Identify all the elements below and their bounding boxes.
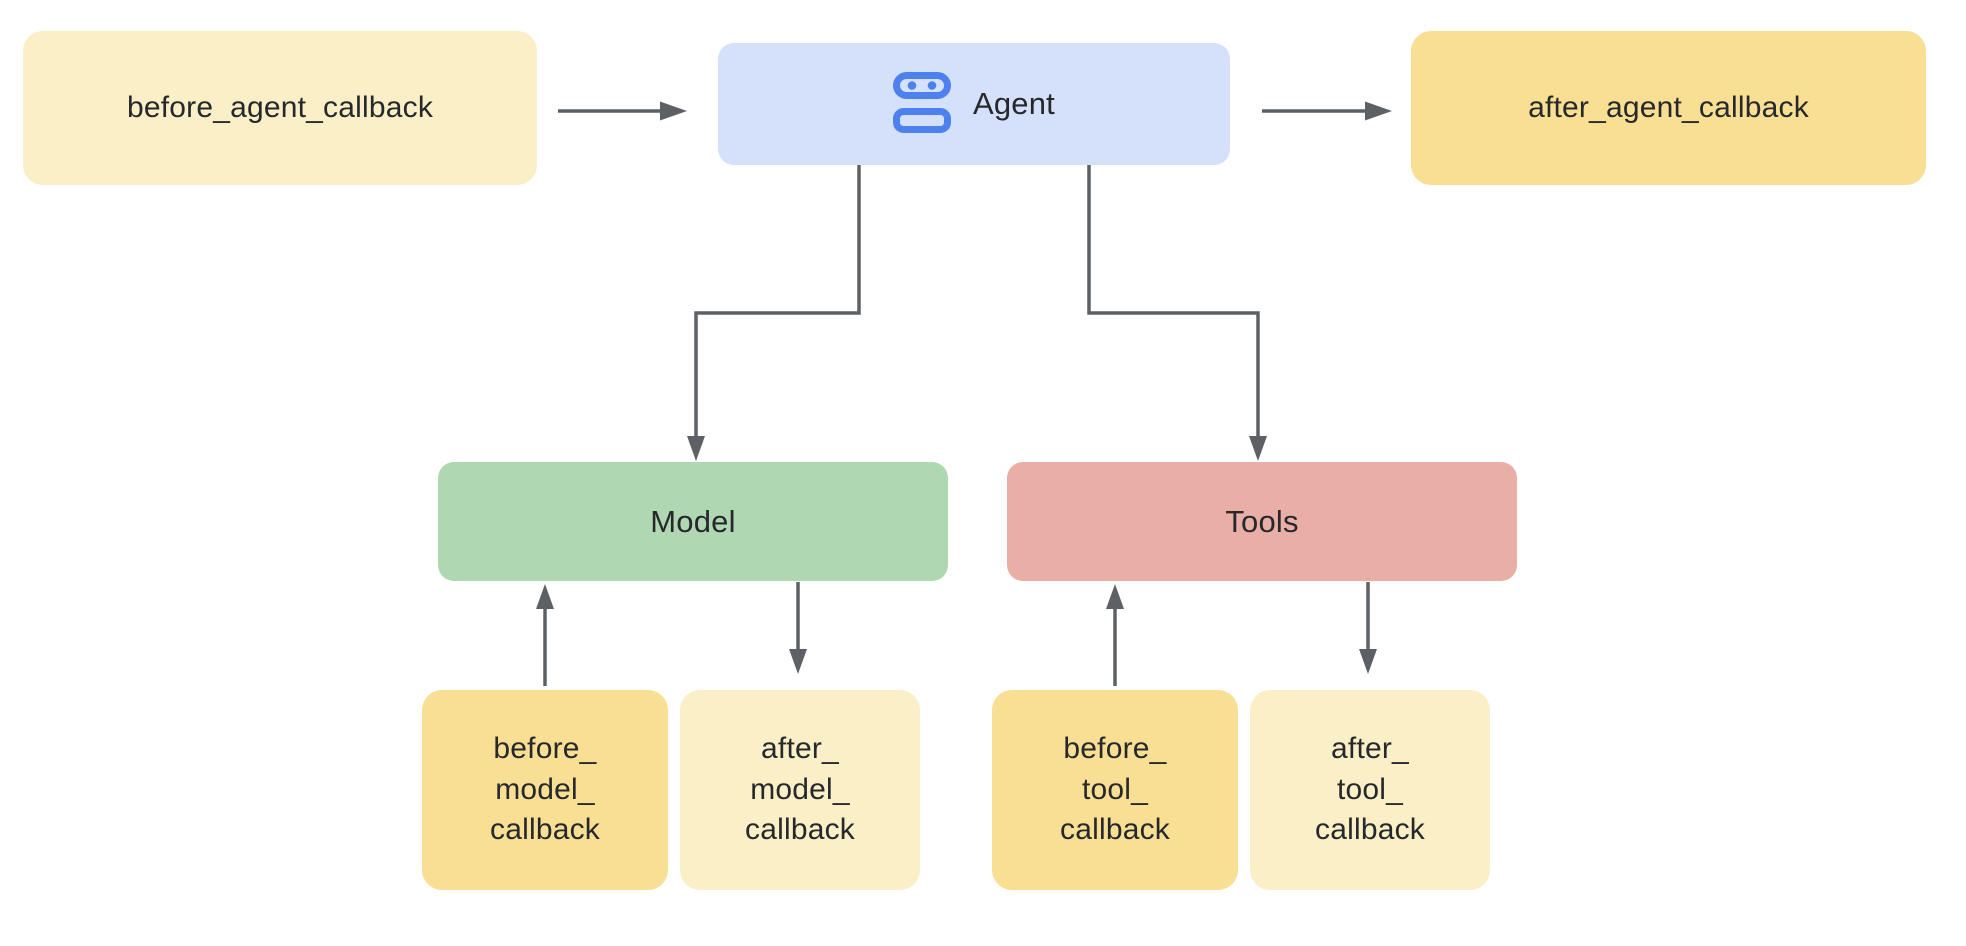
node-label: Agent [972,86,1055,122]
arrow-before-agent-to-agent [558,101,687,121]
node-model: Model [438,462,948,581]
node-label: Tools [1225,503,1299,539]
node-before-model-callback: before_ model_ callback [422,690,668,890]
node-label: before_ tool_ callback [1060,732,1170,847]
node-label: after_agent_callback [1528,90,1809,124]
arrow-before-tool-to-tools [1106,584,1124,686]
node-label: before_agent_callback [126,90,434,124]
arrow-model-to-after-model [789,582,807,674]
node-after-tool-callback: after_ tool_ callback [1250,690,1490,890]
node-tools: Tools [1007,462,1517,581]
arrow-tools-to-after-tool [1359,582,1377,674]
arrow-agent-to-after-agent [1262,101,1392,121]
node-label: Model [650,503,736,539]
node-agent: Agent [718,43,1230,165]
node-label: after_ tool_ callback [1315,732,1425,847]
arrow-agent-to-tools [1087,165,1267,461]
robot-icon [892,72,951,133]
node-before-tool-callback: before_ tool_ callback [992,690,1238,890]
arrow-before-model-to-model [536,584,554,686]
node-label: after_ model_ callback [745,732,855,847]
node-label: before_ model_ callback [490,732,600,847]
node-after-agent-callback: after_agent_callback [1411,31,1926,185]
node-after-model-callback: after_ model_ callback [680,690,920,890]
arrow-agent-to-model [687,165,861,461]
node-before-agent-callback: before_agent_callback [23,31,537,185]
